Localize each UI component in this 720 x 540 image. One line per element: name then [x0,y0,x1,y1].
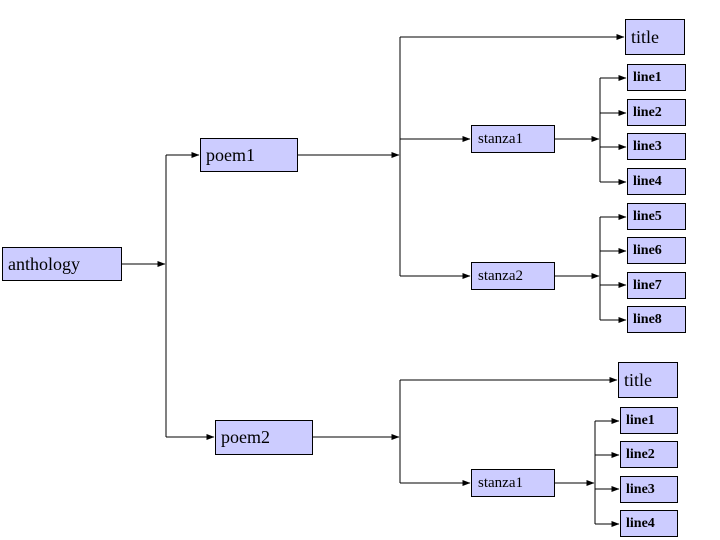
edges-poem1-stanza2 [555,214,627,323]
node-poem2: poem2 [215,420,313,455]
node-poem1-stanza2-line6: line6 [627,237,686,264]
node-poem1-title: title [625,19,685,55]
node-poem2-stanza1-line4: line4 [620,510,678,537]
node-poem1: poem1 [200,138,298,172]
node-poem2-stanza1-line2: line2 [620,441,678,468]
edges-poem2-stanza1 [555,418,620,527]
node-poem2-stanza1-line3: line3 [620,476,678,503]
node-poem2-stanza1-line1: line1 [620,407,678,434]
node-poem1-stanza1-line4: line4 [627,168,686,195]
node-poem1-stanza2-line8: line8 [627,306,686,333]
node-poem1-stanza2: stanza2 [471,262,555,290]
node-poem1-stanza2-line5: line5 [627,203,686,230]
node-poem1-stanza1: stanza1 [471,125,555,153]
node-poem1-stanza1-line2: line2 [627,99,686,126]
edges-poem1-stanza1 [555,75,627,185]
edges-poem2 [313,377,618,486]
edges-poem1 [298,34,625,279]
node-poem1-stanza1-line3: line3 [627,133,686,160]
node-poem1-stanza2-line7: line7 [627,272,686,299]
node-poem1-stanza1-line1: line1 [627,64,686,91]
node-poem2-title: title [618,362,678,398]
node-anthology: anthology [2,247,122,281]
edges-anthology [122,152,215,440]
node-poem2-stanza1: stanza1 [471,469,555,497]
